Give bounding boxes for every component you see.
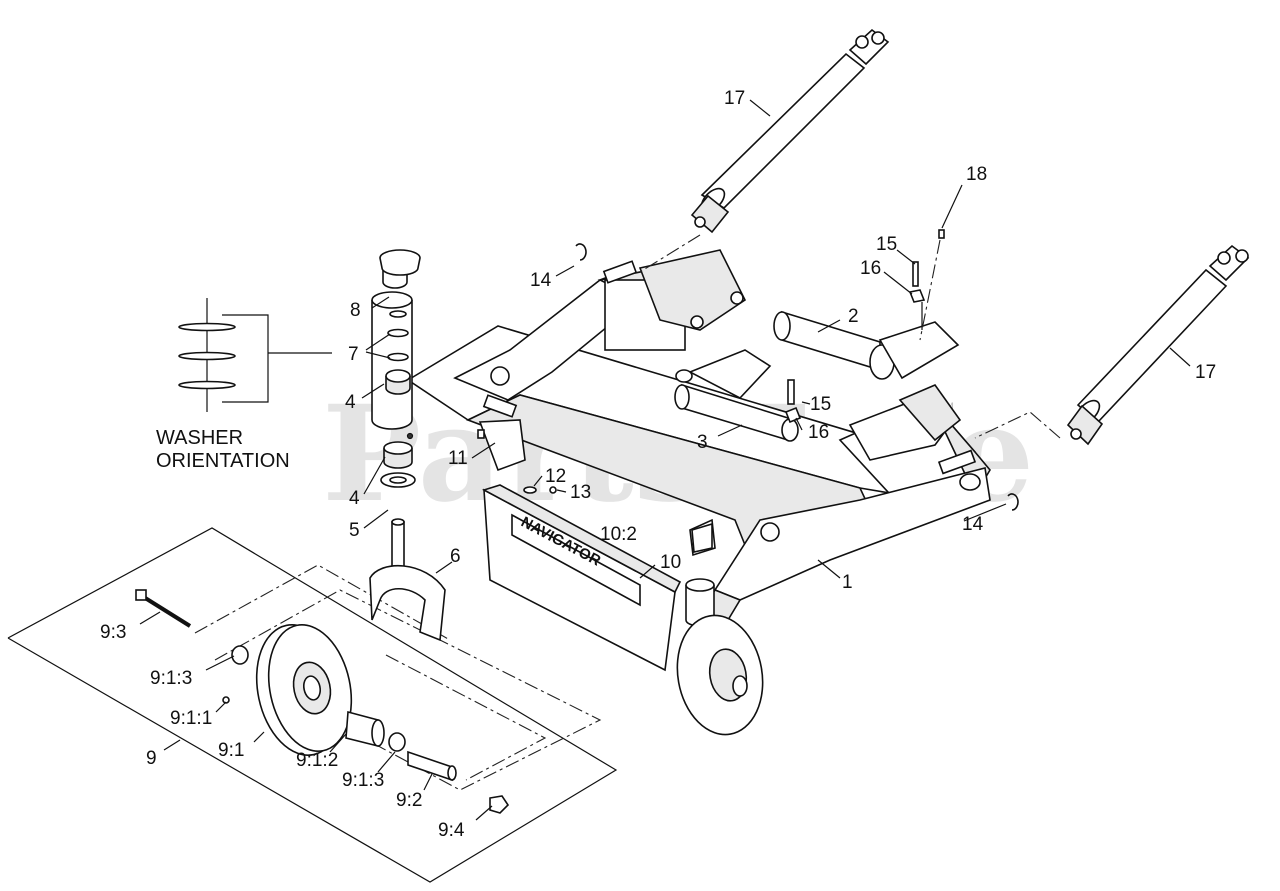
caster-fork bbox=[369, 518, 446, 642]
callout-9-3: 9:3 bbox=[100, 622, 126, 643]
callout-15-top: 15 bbox=[876, 234, 897, 255]
callout-9-4: 9:4 bbox=[438, 820, 465, 841]
callout-15-mid: 15 bbox=[810, 394, 831, 415]
callout-6: 6 bbox=[450, 546, 461, 567]
callout-9-1-2: 9:1:2 bbox=[296, 750, 338, 771]
callout-10-2: 10:2 bbox=[600, 524, 637, 545]
wheel-assembly-box bbox=[7, 527, 618, 883]
cylinder-right bbox=[1066, 244, 1250, 446]
callout-16-top: 16 bbox=[860, 258, 881, 279]
callout-3: 3 bbox=[697, 432, 708, 453]
washer-orientation-detail: WASHER ORIENTATION bbox=[156, 298, 332, 472]
callout-17-left: 17 bbox=[724, 88, 745, 109]
callout-9: 9 bbox=[146, 748, 157, 769]
right-caster bbox=[676, 578, 764, 736]
caster-pivot bbox=[371, 249, 421, 488]
callout-1: 1 bbox=[842, 572, 853, 593]
callout-14-right: 14 bbox=[962, 514, 984, 535]
callout-13: 13 bbox=[570, 482, 591, 503]
frame bbox=[406, 249, 991, 621]
callout-4-lower: 4 bbox=[349, 488, 360, 509]
callout-10: 10 bbox=[660, 552, 681, 573]
callout-18: 18 bbox=[966, 164, 987, 185]
callout-5: 5 bbox=[349, 520, 360, 541]
callout-11: 11 bbox=[448, 448, 468, 469]
cylinder-left bbox=[690, 28, 890, 234]
callout-9-1: 9:1 bbox=[218, 740, 244, 761]
callout-9-1-1: 9:1:1 bbox=[170, 708, 212, 729]
caption-washer: WASHER bbox=[156, 427, 243, 449]
hardware bbox=[575, 229, 1019, 511]
callout-12: 12 bbox=[545, 466, 566, 487]
callout-2: 2 bbox=[848, 306, 859, 327]
wheel-assembly bbox=[135, 589, 510, 814]
leader-lines bbox=[139, 99, 1191, 821]
callout-16-mid: 16 bbox=[808, 422, 829, 443]
caption-orientation: ORIENTATION bbox=[156, 450, 290, 472]
callout-17-right: 17 bbox=[1195, 362, 1216, 383]
callout-9-1-3-left: 9:1:3 bbox=[150, 668, 192, 689]
callout-4-upper: 4 bbox=[345, 392, 356, 413]
callout-14-left: 14 bbox=[530, 270, 552, 291]
callout-8: 8 bbox=[350, 300, 361, 321]
callout-9-2: 9:2 bbox=[396, 790, 422, 811]
callout-7: 7 bbox=[348, 344, 359, 365]
pivot-shaft-2 bbox=[773, 302, 960, 380]
callouts: 17 17 18 15 16 14 2 15 16 3 14 8 7 4 11 … bbox=[100, 88, 1216, 841]
pivot-shaft-3 bbox=[674, 349, 802, 442]
callout-9-1-3-right: 9:1:3 bbox=[342, 770, 384, 791]
